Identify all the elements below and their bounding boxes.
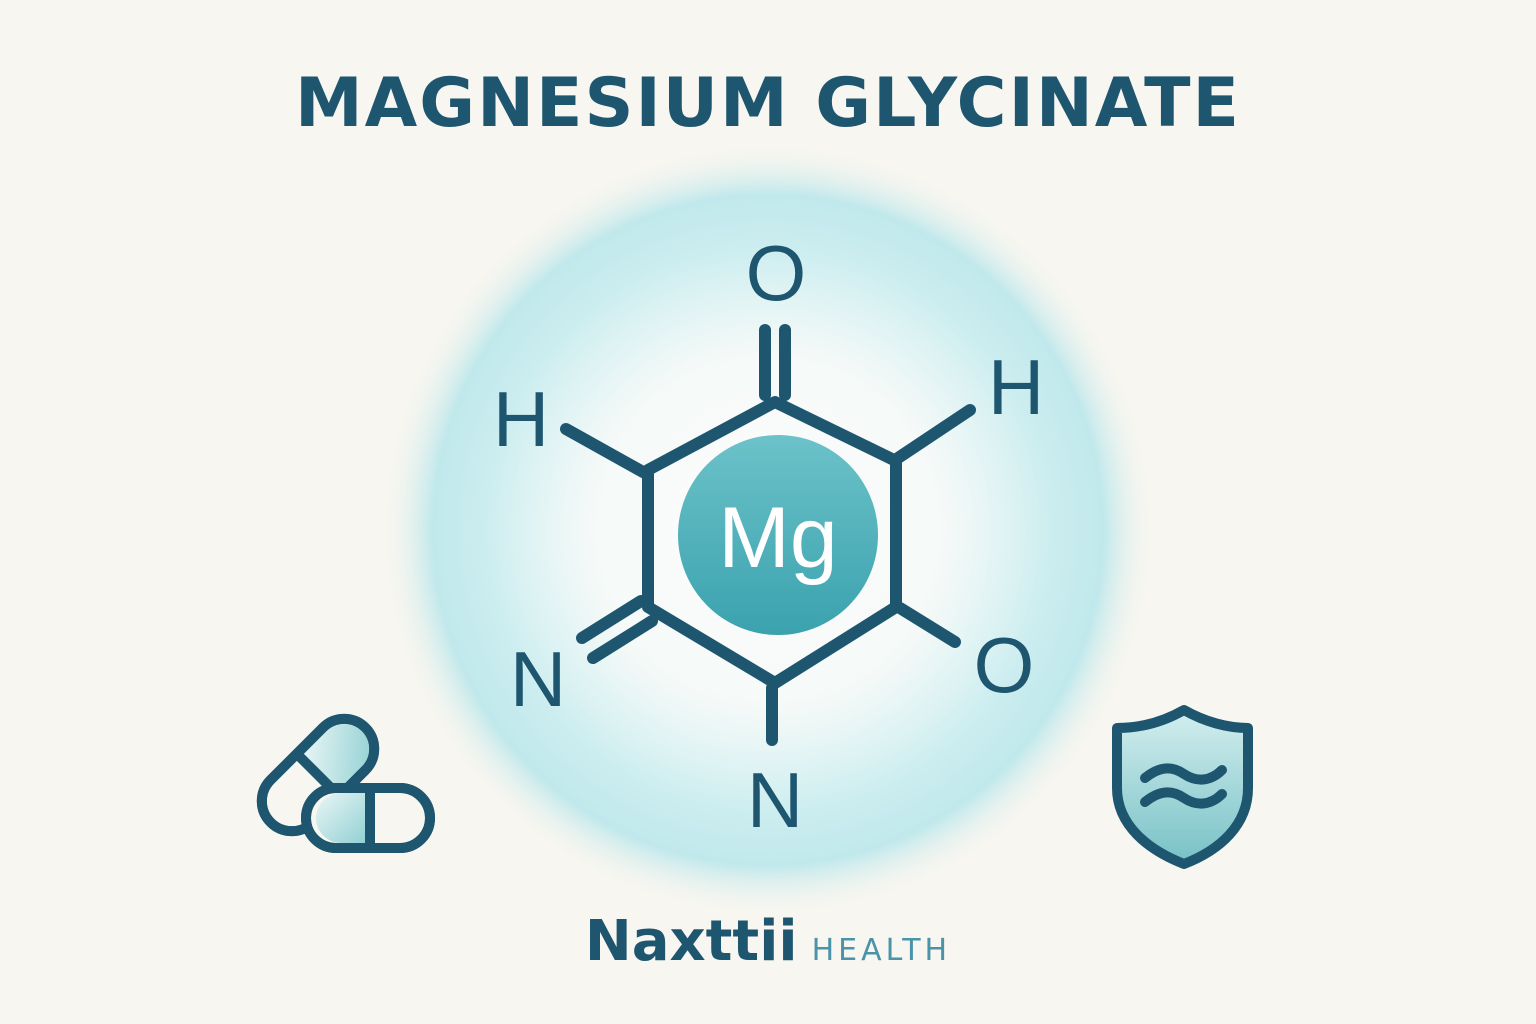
bond-right-o: [894, 602, 961, 648]
shield-waves-icon: [1112, 705, 1253, 869]
page-title: MAGNESIUM GLYCINATE: [295, 64, 1241, 143]
magnesium-circle: [678, 435, 878, 635]
bond-left-n-1: [576, 595, 647, 644]
atom-left-h: H: [493, 375, 549, 463]
brand-name: Naxttii: [584, 909, 798, 974]
brand-logo: Naxttii HEALTH: [0, 902, 1536, 996]
bond-left-n-2: [587, 615, 658, 664]
capsule-pills-icon: [256, 713, 435, 853]
bond-right-h: [892, 404, 976, 464]
brand-suffix: HEALTH: [811, 933, 952, 968]
atom-right-o: O: [974, 621, 1035, 709]
magnesium-symbol: Mg: [718, 490, 837, 586]
atom-top-o: O: [746, 229, 807, 317]
atom-right-h: H: [988, 343, 1044, 431]
atom-bottom-n: N: [747, 756, 803, 844]
bond-left-h: [560, 423, 649, 478]
atom-left-n: N: [510, 635, 566, 723]
bonds: [560, 324, 976, 746]
